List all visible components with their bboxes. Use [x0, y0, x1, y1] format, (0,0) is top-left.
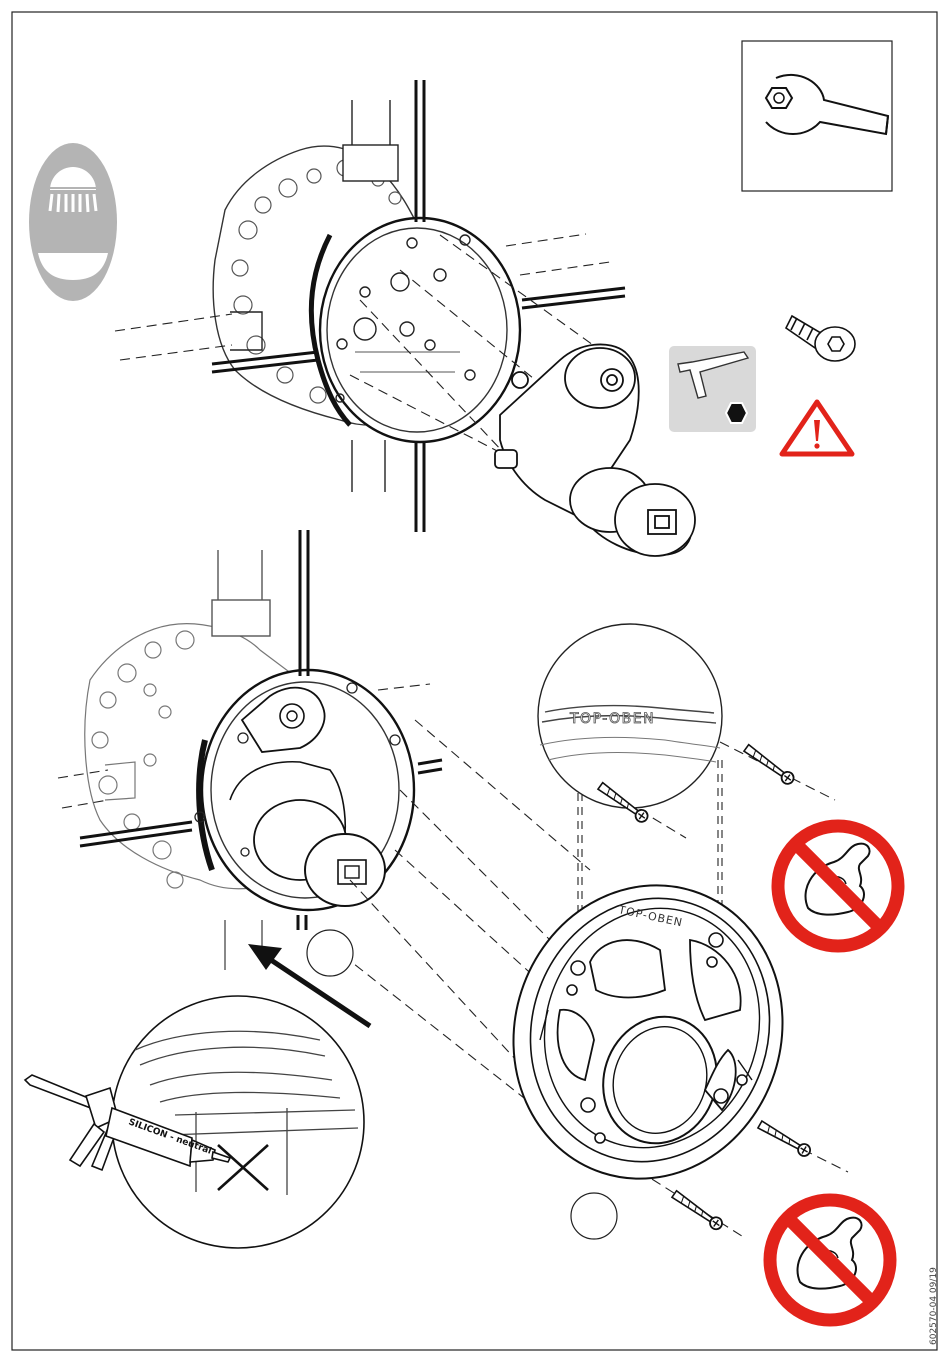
open-end-wrench-icon [742, 41, 892, 191]
valve-cartridge-body [495, 344, 695, 556]
cover-ring [476, 850, 820, 1214]
mounting-box-top [213, 100, 520, 492]
no-force-icon [770, 1200, 890, 1320]
screw-lower-right [757, 1119, 812, 1158]
socket-head-screw-icon [786, 316, 855, 361]
step-circle-bottom [571, 1193, 617, 1239]
ring-detail-marking: TOP-OBEN [569, 711, 655, 727]
hex-key-icon [669, 346, 756, 432]
step-circle-top [307, 930, 353, 976]
screw-upper-right [743, 743, 796, 786]
screw-lower-left [671, 1189, 725, 1232]
document-code: 602570-04 09/19 [929, 1145, 939, 1345]
warning-triangle-icon [782, 402, 852, 454]
no-force-icon [778, 826, 898, 946]
shower-and-bath-icon [29, 143, 117, 301]
